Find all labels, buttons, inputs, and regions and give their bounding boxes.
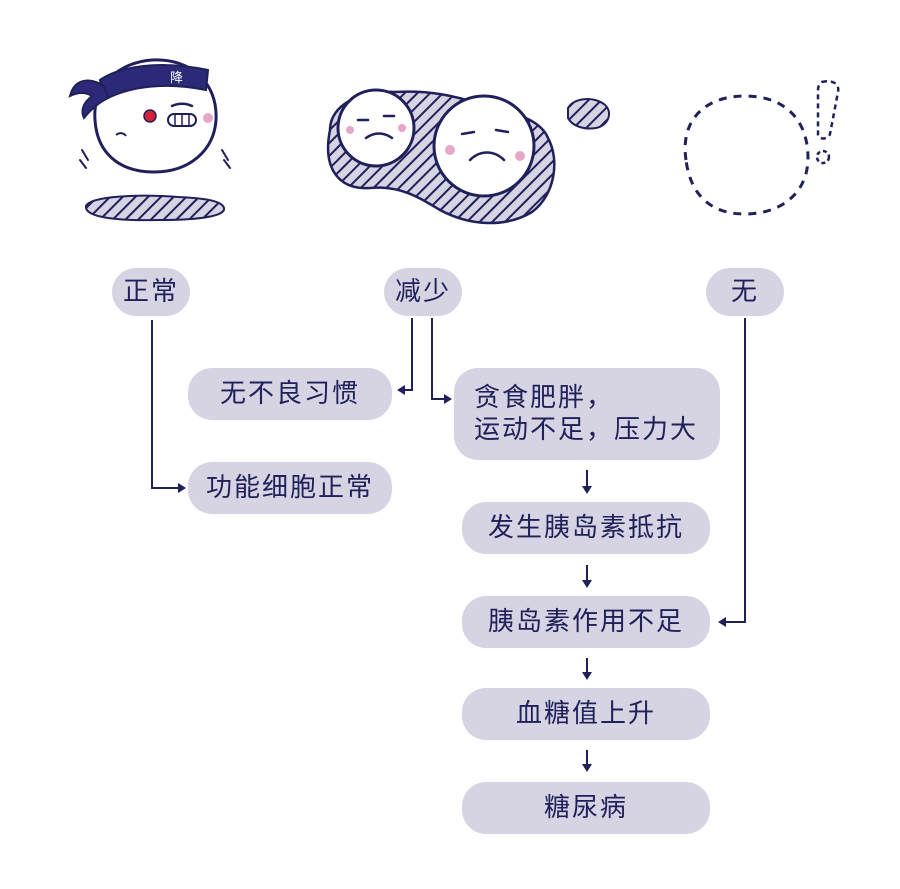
node-reduced: 减少: [384, 268, 462, 316]
arrowhead-icon: [444, 394, 452, 404]
arrowhead-icon: [178, 483, 186, 493]
eye-left-icon: [143, 109, 157, 123]
node-bad-habits: 无不良习惯: [188, 368, 392, 420]
healthy-cell-illustration: 降: [68, 58, 231, 222]
node-insulin-insufficient: 胰岛素作用不足: [462, 596, 710, 648]
node-functional-cells: 功能细胞正常: [188, 462, 392, 514]
eye-right-icon: [170, 102, 194, 108]
motion-lines-icon: [79, 149, 231, 169]
headband-icon: [98, 64, 210, 102]
arrowhead-icon: [582, 580, 592, 588]
exclamation-icon: [816, 80, 840, 140]
connector-normal-to-functional: [151, 320, 180, 489]
node-normal: 正常: [112, 268, 190, 316]
sad-cells-illustration: [326, 88, 611, 225]
sad-cell-left: [336, 88, 416, 168]
blush-icon: [203, 113, 213, 123]
node-blood-sugar: 血糖值上升: [462, 688, 710, 740]
connector-reduced-to-habits: [404, 318, 413, 391]
connector-reduced-to-lifestyle: [431, 318, 446, 400]
arrowhead-icon: [397, 385, 405, 395]
node-insulin-resistance: 发生胰岛素抵抗: [462, 502, 710, 554]
node-diabetes: 糖尿病: [462, 782, 710, 834]
arrowhead-icon: [582, 764, 592, 772]
node-none: 无: [706, 268, 784, 316]
sad-cell-right: [432, 94, 536, 198]
healthy-cell-shadow: [85, 194, 225, 222]
headband-tail-icon: [68, 79, 110, 120]
dashed-cell-outline: [683, 94, 810, 216]
small-puddle-icon: [567, 98, 611, 130]
arrowhead-icon: [582, 486, 592, 494]
arrowhead-icon: [718, 617, 726, 627]
headband-text: 降: [170, 71, 183, 86]
connector-none-to-insufficient: [724, 318, 746, 623]
arrowhead-icon: [582, 672, 592, 680]
missing-cell-illustration: [683, 80, 840, 216]
node-lifestyle: 贪食肥胖， 运动不足，压力大: [454, 368, 720, 460]
